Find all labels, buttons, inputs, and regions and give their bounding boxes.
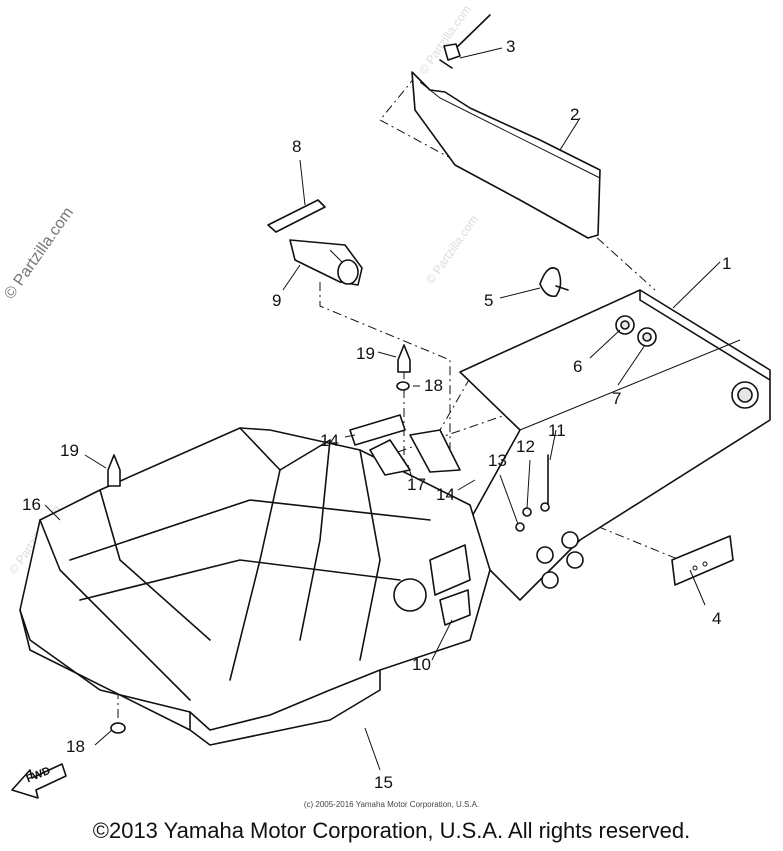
part-18-washer bbox=[396, 381, 410, 391]
copyright-notice: ©2013 Yamaha Motor Corporation, U.S.A. A… bbox=[92, 818, 691, 843]
part-6-bushing bbox=[615, 315, 635, 335]
part-11-pin bbox=[540, 454, 550, 512]
callout-3: 3 bbox=[506, 37, 516, 56]
callout-14: 14 bbox=[436, 485, 455, 504]
callout-12: 12 bbox=[516, 437, 535, 456]
callout-14: 14 bbox=[320, 431, 339, 450]
callout-16: 16 bbox=[22, 495, 41, 514]
part-5-cap bbox=[539, 267, 569, 298]
callout-6: 6 bbox=[573, 357, 583, 376]
part-1-frame bbox=[459, 289, 771, 601]
callout-19: 19 bbox=[356, 344, 375, 363]
part-15-body bbox=[19, 414, 491, 746]
callout-8: 8 bbox=[292, 137, 302, 156]
part-13-nut bbox=[515, 522, 525, 532]
part-8-strap bbox=[267, 199, 326, 233]
callout-15: 15 bbox=[374, 773, 393, 792]
callout-1: 1 bbox=[722, 254, 732, 273]
callout-18: 18 bbox=[66, 737, 85, 756]
part-3-screw bbox=[439, 14, 491, 69]
part-12-washer bbox=[522, 507, 532, 517]
callout-2: 2 bbox=[570, 105, 580, 124]
part-19-bolt bbox=[107, 454, 121, 487]
callout-7: 7 bbox=[612, 389, 622, 408]
callout-17: 17 bbox=[407, 475, 426, 494]
part-7-bushing bbox=[637, 327, 657, 347]
callout-19: 19 bbox=[60, 441, 79, 460]
part-9-grip bbox=[289, 239, 363, 286]
part-4-plate bbox=[671, 535, 734, 586]
part-2-plate bbox=[411, 71, 601, 239]
callout-18: 18 bbox=[424, 376, 443, 395]
callout-10: 10 bbox=[412, 655, 431, 674]
callout-11: 11 bbox=[548, 421, 566, 440]
part-19-bolt bbox=[397, 344, 411, 373]
faint-watermark: © Partzilla.com bbox=[423, 212, 481, 286]
callout-5: 5 bbox=[484, 291, 494, 310]
part-18-washer bbox=[110, 722, 126, 734]
callout-9: 9 bbox=[272, 291, 282, 310]
fwd-arrow bbox=[11, 763, 67, 799]
leader-lines bbox=[44, 47, 721, 771]
callout-13: 13 bbox=[488, 451, 507, 470]
small-copyright: (c) 2005-2016 Yamaha Motor Corporation, … bbox=[303, 800, 480, 809]
callout-4: 4 bbox=[712, 609, 722, 628]
